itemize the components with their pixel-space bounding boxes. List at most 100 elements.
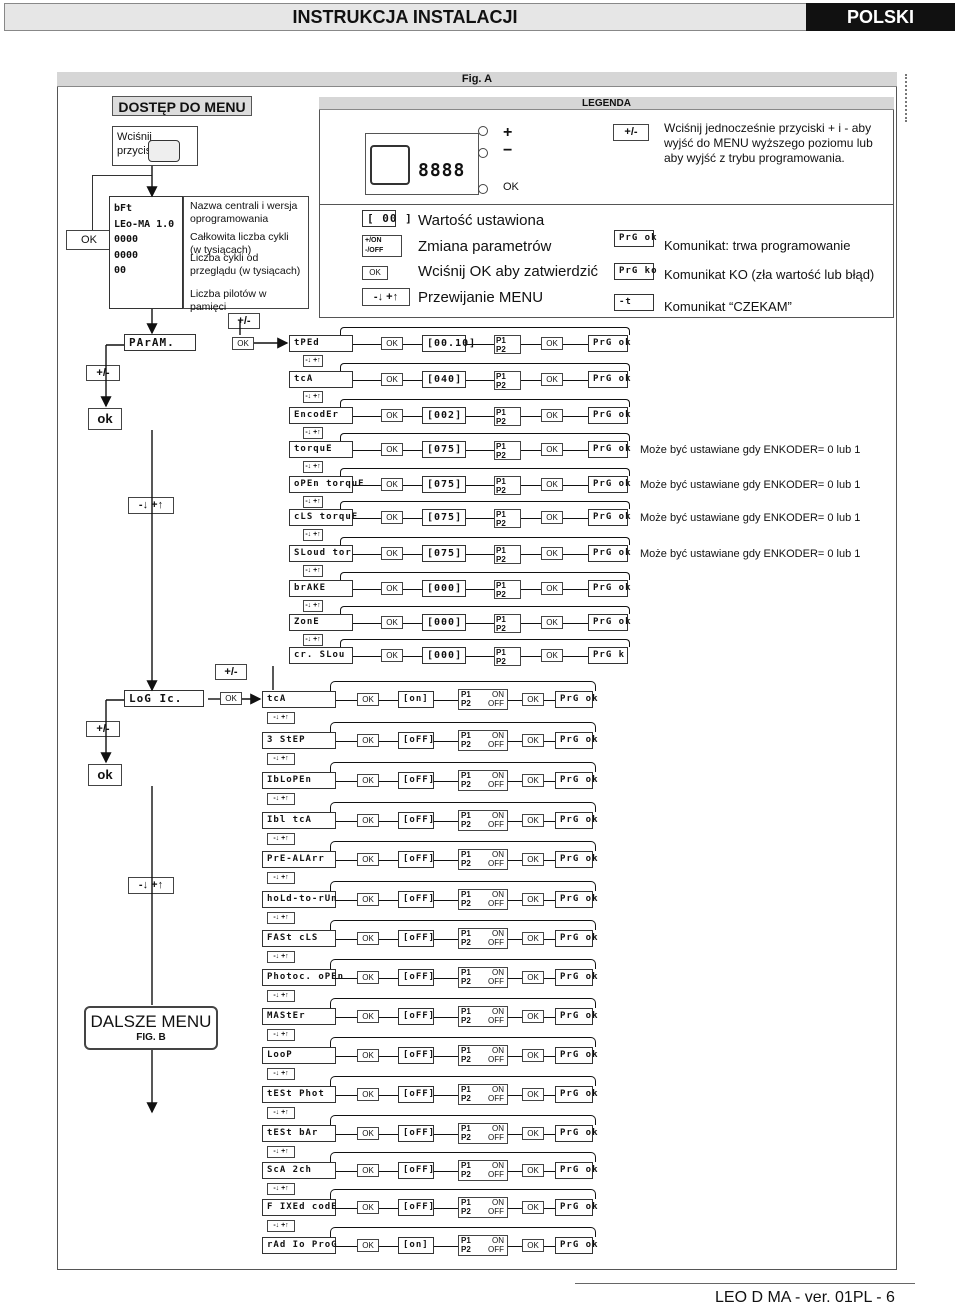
- logic-name-display: MAStEr: [262, 1008, 336, 1025]
- param-return-line: [340, 501, 630, 509]
- param-scroll-key: -↓ +↑: [303, 391, 323, 403]
- param-scroll-key: -↓ +↑: [303, 565, 323, 577]
- param-ok-confirm: OK: [541, 409, 563, 422]
- param-p2-label: P2: [496, 555, 506, 564]
- startup-note-3: Liczba cykli od przeglądu (w tysiącach): [190, 252, 301, 277]
- param-arrow-2: [403, 518, 422, 519]
- logic-ok: OK: [357, 1127, 379, 1140]
- logic-name-display: tESt bAr: [262, 1125, 336, 1142]
- logic-prg-display: PrG ok: [555, 1237, 598, 1254]
- logic-value-display: [oFF]: [398, 1125, 434, 1142]
- param-prg-display: PrG ok: [588, 407, 631, 424]
- logic-arrow-2: [379, 781, 398, 782]
- param-p1-label: P1: [496, 442, 506, 451]
- logic-p1-label: P1: [461, 968, 471, 977]
- param-big-ok: ok: [88, 408, 122, 430]
- logic-ok: OK: [357, 734, 379, 747]
- param-name-display: cr. SLou: [289, 647, 353, 664]
- logic-name-display: tESt Phot: [262, 1086, 336, 1103]
- logic-prg-display: PrG ok: [555, 1162, 598, 1179]
- logic-p2-label: P2: [461, 899, 471, 908]
- logic-arrow-4: [508, 860, 522, 861]
- param-value-display: [002]: [422, 407, 466, 424]
- param-arrow-3: [466, 554, 494, 555]
- param-note: Może być ustawiane gdy ENKODER= 0 lub 1: [640, 444, 861, 456]
- param-p2-label: P2: [496, 417, 506, 426]
- side-marker: [905, 74, 909, 122]
- startup-line-2: LEo-MA 1.0: [114, 218, 175, 230]
- logic-scroll-key: -↓ +↑: [267, 1183, 295, 1195]
- logic-ok: OK: [357, 1201, 379, 1214]
- logic-return-line: [330, 802, 596, 812]
- logic-p1-label: P1: [461, 1198, 471, 1207]
- logic-prg-display: PrG ok: [555, 851, 598, 868]
- param-arrow-3: [466, 485, 494, 486]
- logic-ok-confirm: OK: [522, 1088, 544, 1101]
- logic-ok: OK: [357, 814, 379, 827]
- param-menu-ok: OK: [232, 337, 254, 350]
- logic-ok-confirm: OK: [522, 932, 544, 945]
- param-p1-label: P1: [496, 615, 506, 624]
- param-arrow-1: [353, 518, 381, 519]
- logic-return-line: [330, 722, 596, 732]
- startup-notes: Nazwa centrali i wersja oprogramowania C…: [183, 196, 309, 313]
- logic-scroll-key: -↓ +↑: [267, 1029, 295, 1041]
- param-prg-display: PrG ok: [588, 545, 631, 562]
- logic-p2-label: P2: [461, 1133, 471, 1142]
- logic-ok: OK: [357, 853, 379, 866]
- logic-ok-confirm: OK: [522, 734, 544, 747]
- param-ok-confirm: OK: [541, 547, 563, 560]
- param-p2-label: P2: [496, 381, 506, 390]
- logic-scroll-button: -↓ +↑: [128, 877, 174, 894]
- logic-arrow-1: [336, 1246, 357, 1247]
- legend-msg-wait: -t: [614, 294, 654, 311]
- board-ok-label: OK: [503, 181, 519, 193]
- param-return-line: [340, 572, 630, 580]
- param-arrow-5: [563, 450, 588, 451]
- logic-ok: OK: [357, 971, 379, 984]
- logic-value-display: [oFF]: [398, 1008, 434, 1025]
- param-ok: OK: [381, 337, 403, 350]
- logic-value-display: [oFF]: [398, 851, 434, 868]
- param-ok-confirm: OK: [541, 478, 563, 491]
- param-value-display: [040]: [422, 371, 466, 388]
- logic-menu-ok: OK: [220, 692, 242, 705]
- logic-arrow-3: [434, 1056, 458, 1057]
- param-arrow-5: [563, 554, 588, 555]
- logic-return-line: [330, 762, 596, 772]
- logic-p1-label: P1: [461, 1085, 471, 1094]
- logic-ok: OK: [357, 1239, 379, 1252]
- logic-arrow-4: [508, 1171, 522, 1172]
- logic-value-display: [oFF]: [398, 1086, 434, 1103]
- param-p2-label: P2: [496, 657, 506, 666]
- legend-msg-prg: PrG ok: [614, 230, 657, 247]
- further-menu-title: DALSZE MENU: [90, 1012, 212, 1031]
- param-arrow-1: [353, 416, 381, 417]
- logic-off-label: OFF: [488, 1016, 504, 1025]
- param-scroll-key: -↓ +↑: [303, 600, 323, 612]
- param-arrow-1: [353, 450, 381, 451]
- logic-ok-confirm: OK: [522, 1127, 544, 1140]
- ok-button-icon: [478, 184, 488, 194]
- logic-on-label: ON: [492, 811, 504, 820]
- param-arrow-3: [466, 344, 494, 345]
- logic-off-label: OFF: [488, 899, 504, 908]
- logic-return-line: [330, 920, 596, 930]
- logic-value-display: [on]: [398, 1237, 434, 1254]
- logic-arrow-3: [434, 1246, 458, 1247]
- logic-p2-label: P2: [461, 740, 471, 749]
- param-p2-label: P2: [496, 451, 506, 460]
- param-name-display: EncodEr: [289, 407, 353, 424]
- logic-arrow-5: [544, 860, 555, 861]
- param-arrow-2: [403, 623, 422, 624]
